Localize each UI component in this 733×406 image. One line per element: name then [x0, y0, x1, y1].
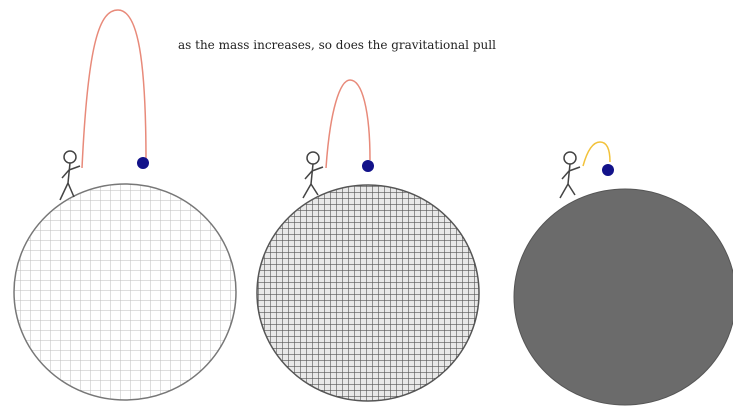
- planet-2-body: [257, 185, 479, 401]
- planet-medium-mass: [257, 80, 479, 401]
- stick-figure-2: [303, 152, 323, 198]
- trajectory-1: [82, 10, 146, 168]
- stick-figure-3: [560, 152, 580, 198]
- planet-3-body: [514, 189, 733, 405]
- ball-2: [362, 160, 374, 172]
- stick-figure-1: [60, 151, 80, 200]
- ball-1: [137, 157, 149, 169]
- planet-low-mass: [14, 10, 236, 400]
- trajectory-3: [583, 142, 610, 166]
- planet-1-body: [14, 184, 236, 400]
- ball-3: [602, 164, 614, 176]
- planet-high-mass: [514, 142, 733, 405]
- trajectory-2: [326, 80, 370, 168]
